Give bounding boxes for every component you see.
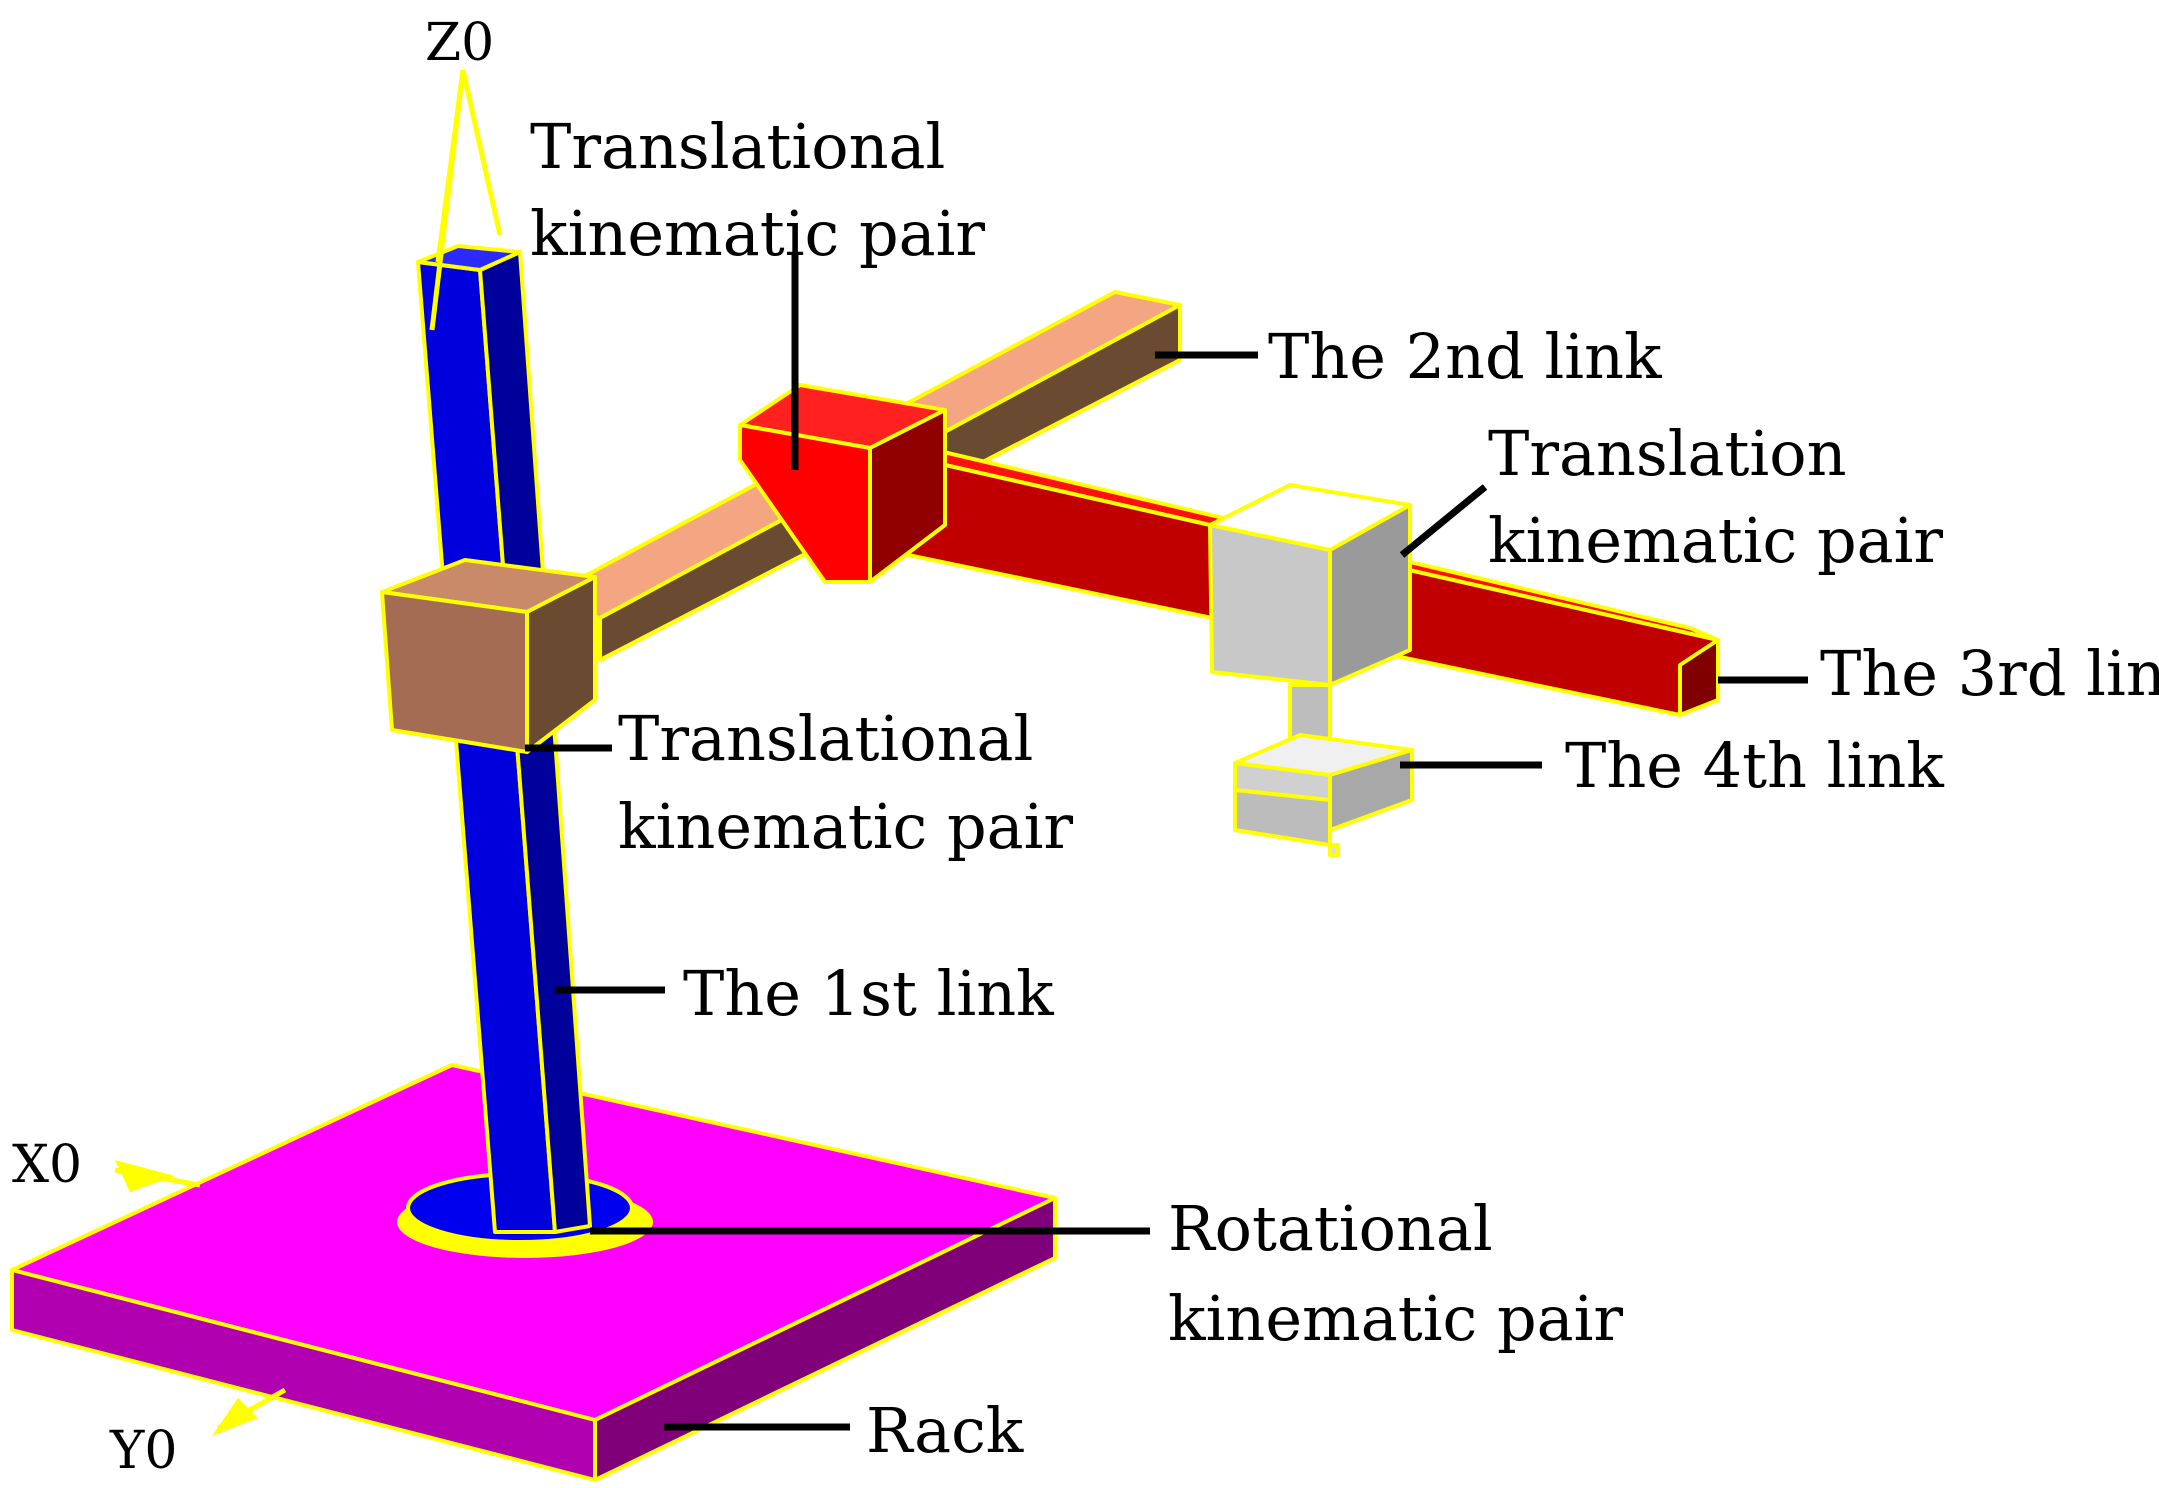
label-third-link: The 3rd link (1820, 637, 2159, 710)
leader-translation-right (1399, 484, 1488, 558)
x-axis-label: X0 (12, 1135, 82, 1195)
slider-block-red (738, 383, 947, 584)
label-rotational-pair: Rotational kinematic pair (1168, 1192, 1623, 1355)
label-text-line: kinematic pair (1168, 1282, 1623, 1355)
label-text-line: Rotational (1168, 1192, 1493, 1265)
z-axis-arrow (429, 69, 503, 331)
label-rack: Rack (866, 1394, 1024, 1467)
label-translational-pair-mid: Translational kinematic pair (618, 702, 1073, 863)
z-axis-label: Z0 (425, 13, 494, 73)
y-axis-label: Y0 (109, 1421, 177, 1481)
label-fourth-link: The 4th link (1565, 729, 1944, 802)
fourth-link-gripper (1233, 683, 1414, 857)
x-axis-arrow (114, 1160, 201, 1192)
label-text-line: kinematic pair (618, 790, 1073, 863)
y-axis-arrow (212, 1387, 287, 1436)
label-text-line: kinematic pair (1488, 504, 1943, 577)
label-second-link: The 2nd link (1268, 320, 1662, 393)
label-text-line: kinematic pair (530, 197, 985, 270)
label-text-line: Translation (1488, 417, 1847, 490)
leader-lines (525, 254, 1808, 1431)
label-translational-pair-top: Translational kinematic pair (530, 110, 985, 270)
label-text-line: Translational (618, 702, 1033, 775)
slider-block-brown (380, 558, 597, 754)
label-translation-pair-right: Translation kinematic pair (1488, 417, 1943, 577)
slider-block-grey (1208, 483, 1412, 687)
label-text-line: Translational (530, 110, 945, 183)
label-first-link: The 1st link (683, 957, 1054, 1030)
